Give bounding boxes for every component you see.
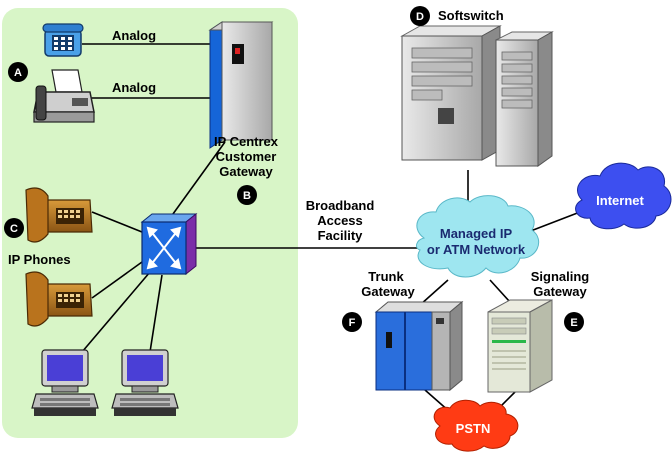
trunk-gateway-label-line2: Gateway xyxy=(361,284,415,299)
connection-lines xyxy=(81,43,581,413)
svg-text:E: E xyxy=(570,317,577,329)
link-internet-network xyxy=(527,211,581,233)
link-pc2-switch xyxy=(149,274,163,353)
svg-text:B: B xyxy=(243,190,251,202)
internet-cloud xyxy=(575,162,672,230)
fax-icon xyxy=(33,69,95,123)
analog-top-label: Analog xyxy=(112,28,156,43)
gateway-label-line3: Gateway xyxy=(219,164,273,179)
managed-network-label-line2: or ATM Network xyxy=(427,242,526,257)
phone-icon xyxy=(42,23,84,57)
computer-icon xyxy=(31,349,99,416)
broadband-label-line1: Broadband xyxy=(306,198,375,213)
trunk-gateway-icon xyxy=(374,300,464,392)
ip-phone-icon xyxy=(25,187,93,243)
link-gateway-switch xyxy=(164,141,226,226)
managed-network-label-line1: Managed IP xyxy=(440,226,513,241)
badge-e: E xyxy=(564,312,584,332)
svg-text:D: D xyxy=(416,11,424,23)
badge-f: F xyxy=(342,312,362,332)
svg-text:C: C xyxy=(10,223,18,235)
softswitch-label: Softswitch xyxy=(438,8,504,23)
trunk-gateway-label-line1: Trunk xyxy=(368,269,404,284)
svg-text:A: A xyxy=(14,67,22,79)
computer-icon xyxy=(111,349,179,416)
badge-d: D xyxy=(410,6,430,26)
pstn-label: PSTN xyxy=(456,421,491,436)
broadband-label-line3: Facility xyxy=(318,228,364,243)
signaling-gateway-icon xyxy=(487,299,553,393)
link-pc1-switch xyxy=(81,271,151,353)
signaling-gateway-label-line2: Gateway xyxy=(533,284,587,299)
analog-bottom-label: Analog xyxy=(112,80,156,95)
badge-b: B xyxy=(237,185,257,205)
gateway-label-line1: IP Centrex xyxy=(214,134,279,149)
managed-network-cloud xyxy=(416,195,540,278)
link-ipphone1-switch xyxy=(91,211,143,233)
ip-phones-label: IP Phones xyxy=(8,252,71,267)
broadband-label-line2: Access xyxy=(317,213,363,228)
customer-gateway-icon xyxy=(208,21,274,149)
svg-text:F: F xyxy=(349,317,356,329)
gateway-label-line2: Customer xyxy=(216,149,277,164)
link-network-trunk xyxy=(419,279,449,306)
softswitch-server-icon xyxy=(400,25,554,167)
ip-phone-icon xyxy=(25,271,93,327)
badge-a: A xyxy=(8,62,28,82)
link-ipphone2-switch xyxy=(91,261,143,299)
pstn-cloud xyxy=(433,399,519,452)
signaling-gateway-label-line1: Signaling xyxy=(531,269,590,284)
badge-c: C xyxy=(4,218,24,238)
internet-label: Internet xyxy=(596,193,644,208)
link-network-signaling xyxy=(489,279,511,303)
switch-icon xyxy=(140,212,198,276)
